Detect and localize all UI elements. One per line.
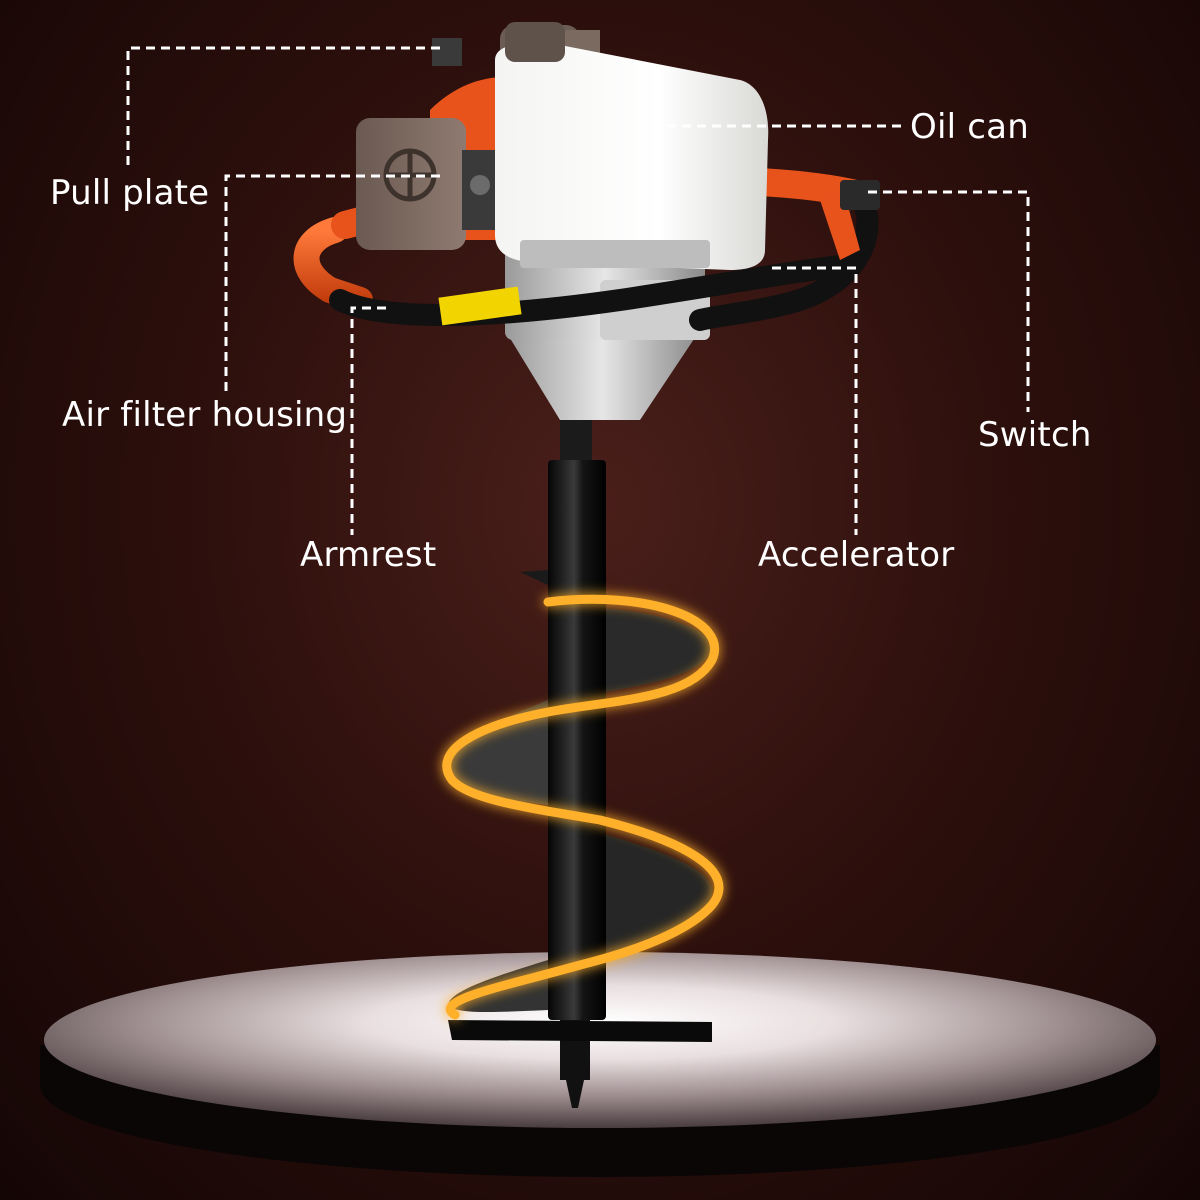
leader-accelerator (772, 266, 858, 535)
display-pedestal (40, 952, 1160, 1177)
oil-tank (495, 43, 769, 270)
spiral-glow-highlight (442, 594, 724, 1020)
label-switch: Switch (978, 415, 1092, 455)
leader-armrest (350, 306, 386, 535)
label-pull-plate: Pull plate (50, 173, 210, 213)
pull-plate-handle (432, 38, 462, 66)
label-accelerator: Accelerator (758, 535, 955, 575)
leader-switch (868, 190, 1030, 412)
leader-lines (126, 46, 1030, 535)
label-air-filter-housing: Air filter housing (62, 395, 348, 435)
leader-pull-plate (126, 46, 440, 168)
leader-air-filter (224, 174, 440, 392)
label-oil-can: Oil can (910, 107, 1029, 147)
label-armrest: Armrest (300, 535, 437, 575)
engine (356, 22, 769, 270)
